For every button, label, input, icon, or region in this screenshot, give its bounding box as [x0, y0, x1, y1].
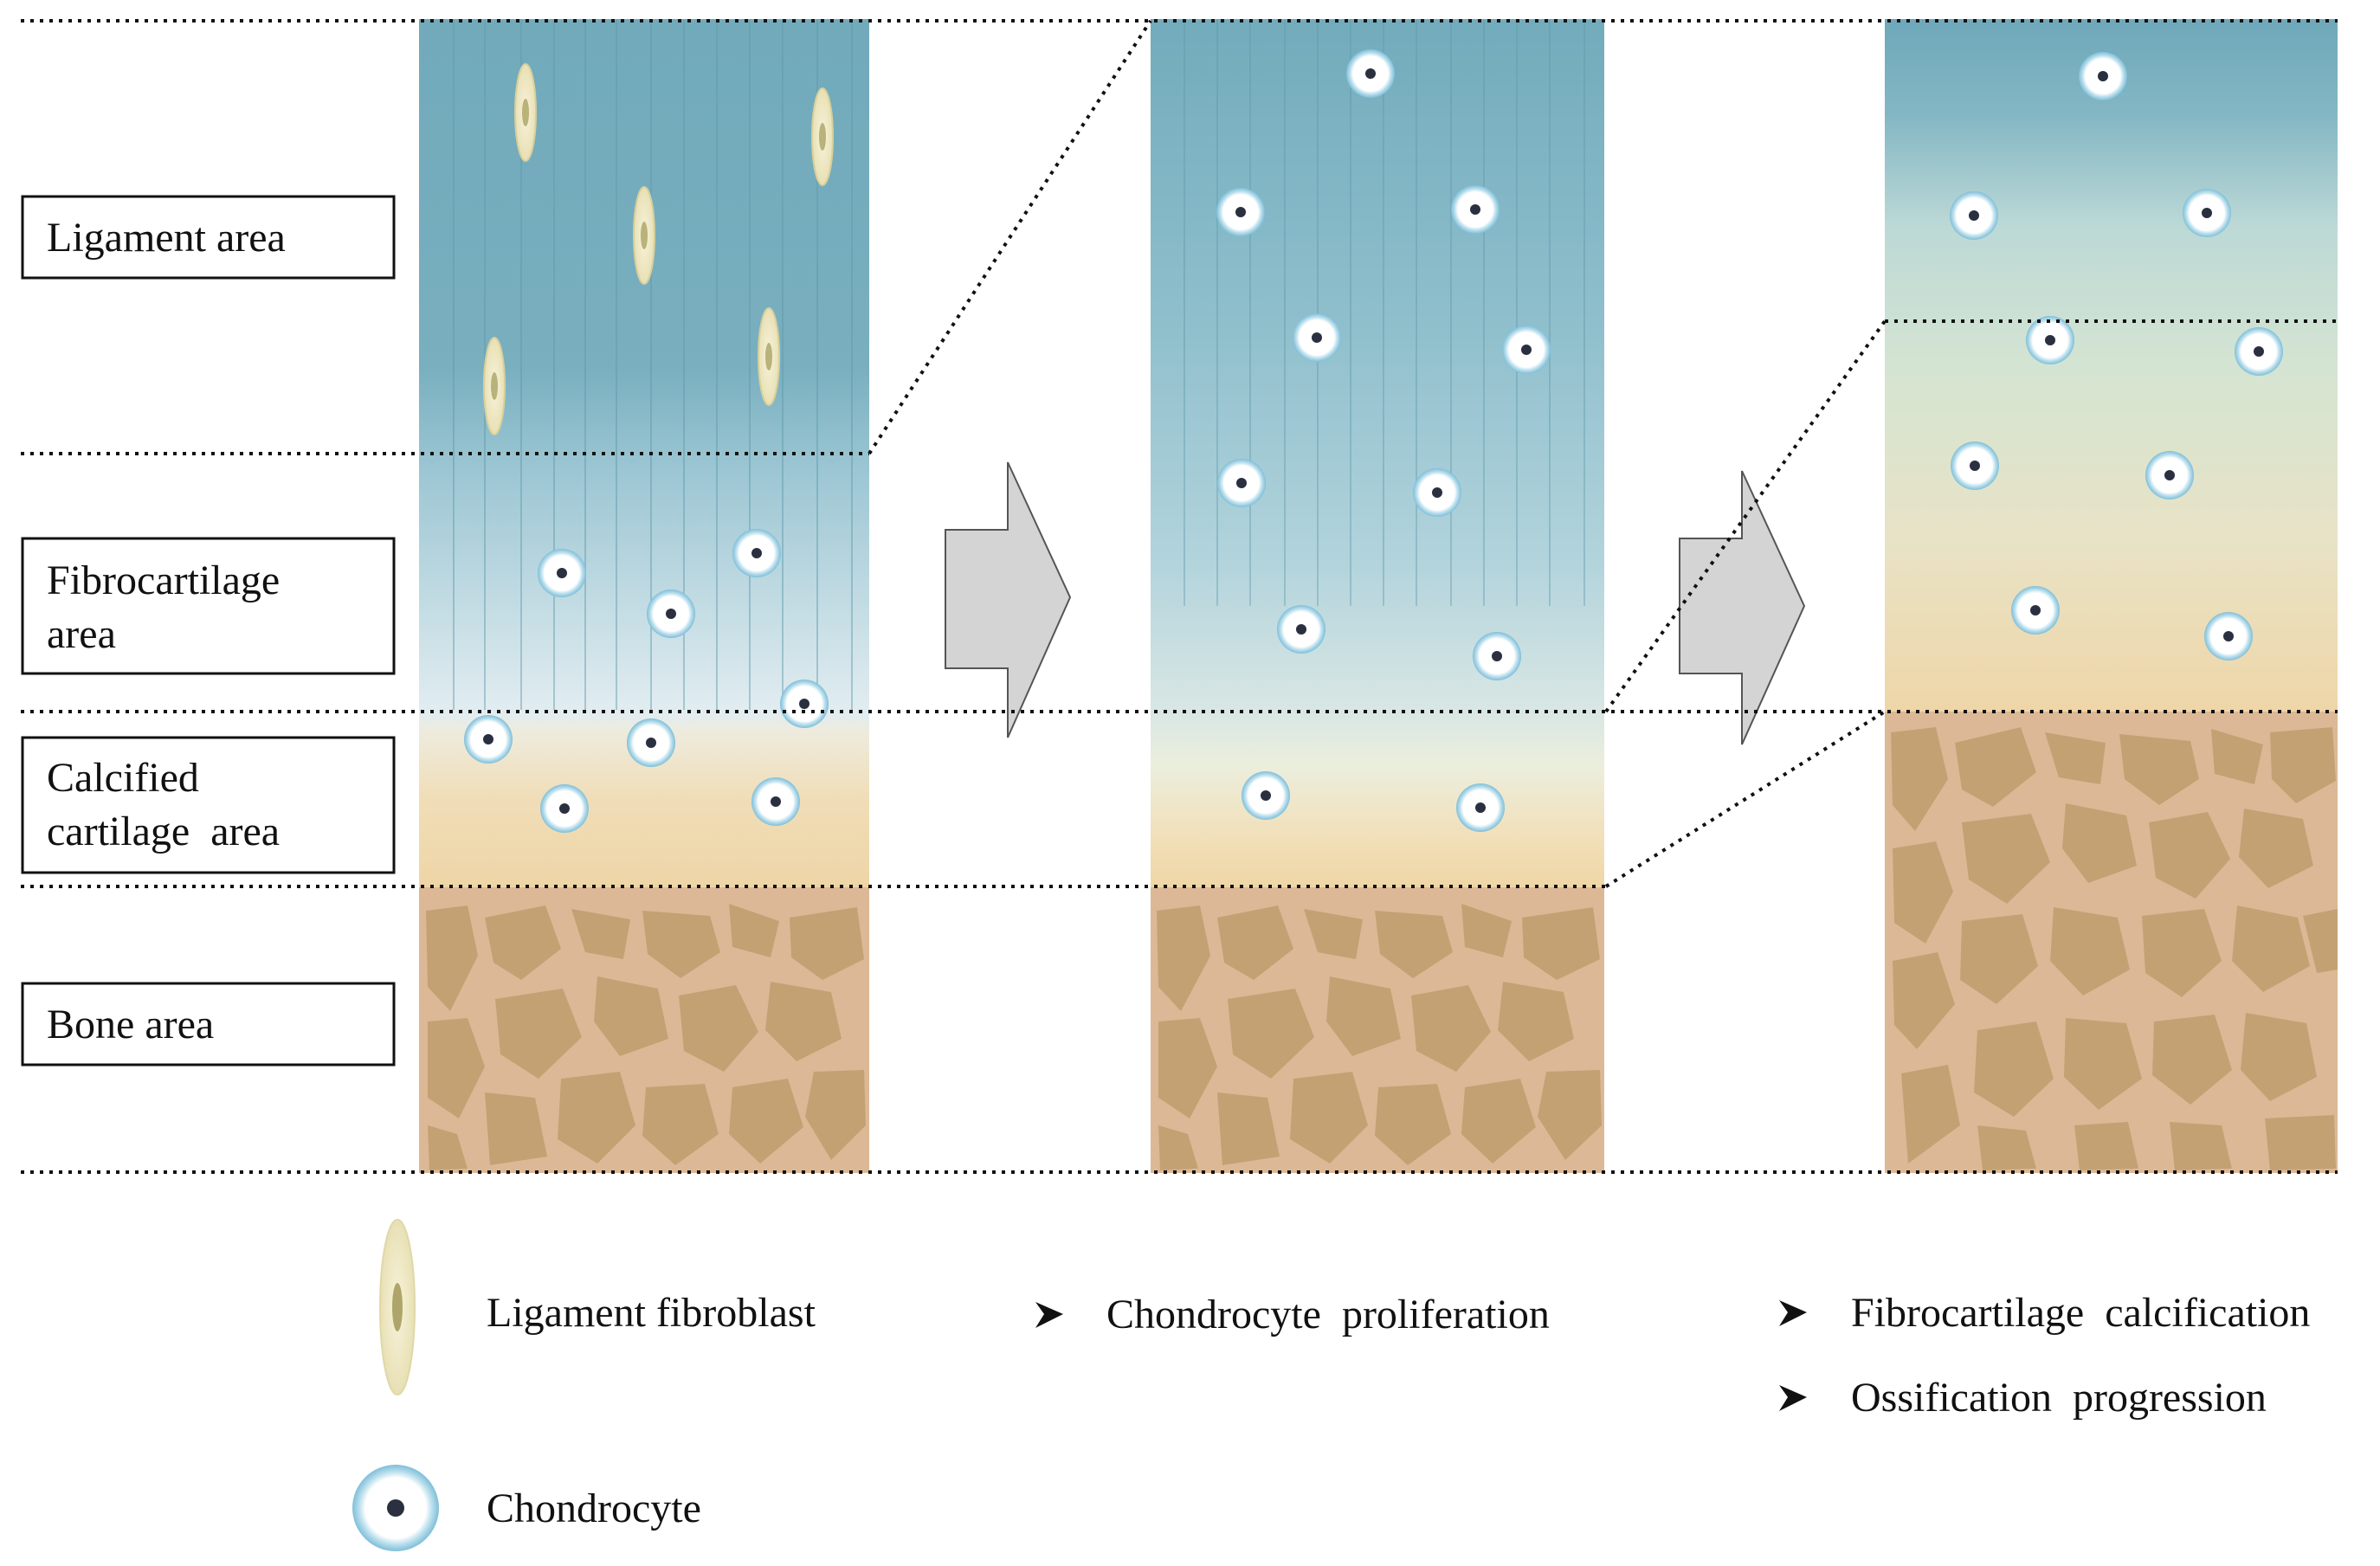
chondrocyte — [1502, 325, 1551, 374]
zone-label-text: Ligament area — [47, 215, 286, 261]
zone-label-text: Calcified — [47, 755, 199, 801]
chondrocyte — [2183, 189, 2231, 237]
chondrocyte — [2079, 52, 2127, 100]
chondrocyte — [1217, 459, 1266, 507]
chondrocyte — [538, 549, 586, 597]
chondrocyte — [1473, 632, 1521, 680]
chondrocyte — [732, 529, 781, 577]
chondrocyte — [1346, 49, 1395, 98]
zone-label-text: Fibrocartilage — [47, 557, 280, 603]
zone-label-ligament: Ligament area — [21, 195, 396, 280]
zone-label-fibrocartilage: Fibrocartilage area — [21, 537, 396, 675]
zone-label-text: Bone area — [47, 1002, 214, 1047]
arrowhead-bullet-icon — [1779, 1385, 1807, 1411]
chondrocyte — [1451, 185, 1500, 234]
chondrocyte — [647, 590, 695, 638]
ligament-fibroblast — [483, 337, 506, 435]
fibroblast-cells — [483, 63, 834, 435]
process-step-proliferation: Chondrocyte proliferation — [1035, 1292, 1550, 1337]
chondrocyte — [2011, 586, 2060, 635]
bone-tissue — [1885, 712, 2338, 1173]
chondrocyte-cells — [1216, 49, 1551, 832]
zone-label-text: area — [47, 611, 116, 657]
process-step-calcification: Fibrocartilage calcification — [1779, 1290, 2310, 1336]
legend: Ligament fibroblast Chondrocyte Chondroc… — [352, 1219, 2310, 1551]
ligament-fibroblast — [811, 87, 834, 186]
chondrocyte — [1413, 468, 1461, 517]
chondrocyte — [1277, 605, 1325, 654]
zone-label-bone: Bone area — [21, 982, 396, 1067]
process-step-text: Ossification progression — [1851, 1375, 2267, 1421]
right-block-arrow-icon — [1679, 470, 1806, 745]
chondrocyte-icon — [352, 1465, 439, 1551]
collagen-fibers — [1184, 19, 1585, 606]
zone-label-text: cartilage area — [47, 809, 280, 854]
bone-tissue — [1151, 887, 1604, 1173]
ligament-fibroblast — [514, 63, 537, 162]
chondrocyte — [1950, 191, 1998, 240]
process-step-text: Chondrocyte proliferation — [1106, 1292, 1550, 1337]
arrowhead-bullet-icon — [1035, 1302, 1063, 1328]
chondrocyte — [751, 777, 800, 826]
process-step-text: Fibrocartilage calcification — [1851, 1290, 2310, 1336]
stage-2-column — [1151, 19, 1604, 1173]
chondrocyte — [2026, 316, 2074, 364]
legend-label-chondrocyte: Chondrocyte — [487, 1485, 701, 1531]
chondrocyte — [2235, 327, 2283, 376]
chondrocyte — [2204, 612, 2253, 661]
chondrocyte-cells — [464, 529, 829, 833]
chondrocyte — [1951, 441, 1999, 490]
chondrocyte-cells — [1950, 52, 2283, 661]
right-block-arrow-icon — [945, 461, 1072, 738]
chondrocyte — [540, 784, 589, 833]
chondrocyte — [1293, 313, 1341, 362]
stage-1-column — [419, 19, 869, 1173]
zone-label-calcified-cartilage: Calcified cartilage area — [21, 736, 396, 874]
ligament-fibroblast — [758, 307, 780, 406]
ligament-fibroblast-icon — [379, 1219, 416, 1395]
chondrocyte — [1456, 783, 1505, 832]
arrowhead-bullet-icon — [1779, 1300, 1807, 1326]
chondrocyte — [780, 680, 829, 728]
stage-3-column — [1885, 19, 2338, 1173]
chondrocyte — [1242, 771, 1290, 820]
process-step-ossification: Ossification progression — [1779, 1375, 2267, 1421]
chondrocyte — [2145, 451, 2194, 499]
chondrocyte — [627, 719, 675, 767]
ligament-fibroblast — [633, 186, 655, 285]
chondrocyte — [464, 715, 513, 764]
bone-tissue — [419, 887, 869, 1173]
legend-label-fibroblast: Ligament fibroblast — [487, 1290, 816, 1336]
zone-boundary-lines — [21, 19, 2338, 1174]
chondrocyte — [1216, 188, 1265, 236]
